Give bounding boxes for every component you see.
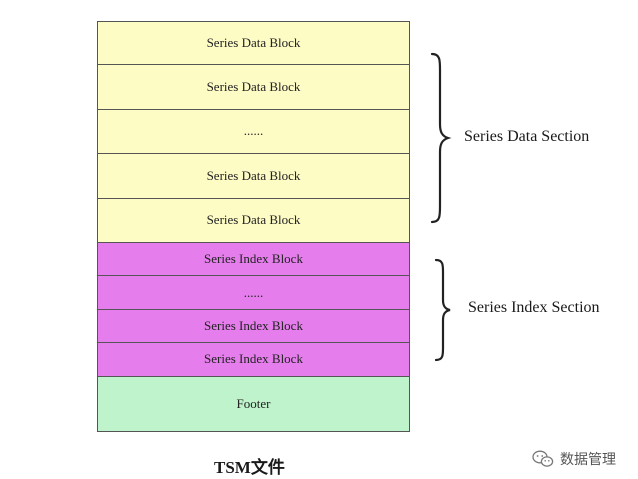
index-section-brace bbox=[434, 258, 451, 362]
watermark-text: 数据管理 bbox=[560, 452, 616, 468]
data-section-brace bbox=[430, 52, 452, 224]
series-data-block: Series Data Block bbox=[97, 21, 410, 66]
series-index-block: Series Index Block bbox=[97, 242, 410, 277]
wechat-icon bbox=[532, 450, 554, 467]
series-data-ellipsis-block: ...... bbox=[97, 109, 410, 155]
series-index-block: Series Index Block bbox=[97, 343, 410, 377]
series-data-section-label: Series Data Section bbox=[464, 128, 590, 145]
series-index-ellipsis-block: ...... bbox=[97, 276, 410, 310]
series-index-block: Series Index Block bbox=[97, 309, 410, 344]
tsm-file-structure: Series Data Block Series Data Block ....… bbox=[97, 21, 410, 432]
series-data-block: Series Data Block bbox=[97, 154, 410, 199]
diagram-title: TSM文件 bbox=[214, 458, 285, 477]
series-data-block: Series Data Block bbox=[97, 65, 410, 110]
footer-block: Footer bbox=[97, 376, 410, 432]
series-index-section-label: Series Index Section bbox=[468, 299, 600, 316]
watermark: 数据管理 bbox=[532, 449, 616, 469]
series-data-block: Series Data Block bbox=[97, 198, 410, 243]
